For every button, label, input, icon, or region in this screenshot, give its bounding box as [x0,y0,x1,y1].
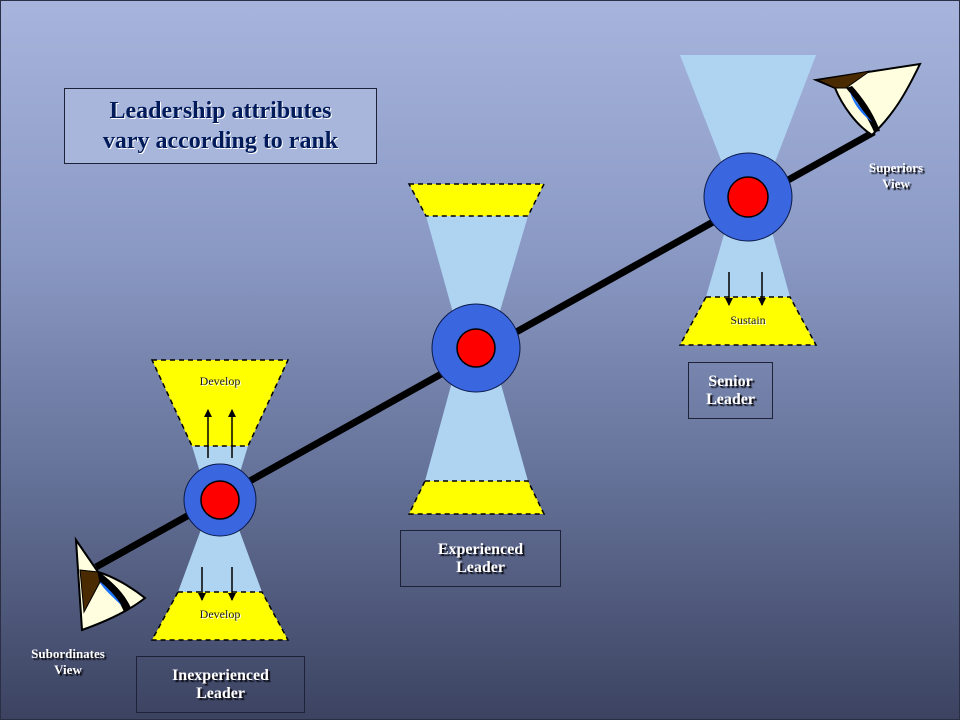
subordinates-eye-icon [74,536,147,632]
experienced-node [431,303,521,393]
inexperienced-leader-box: Inexperienced Leader [136,656,305,713]
subordinates-view-line-1: Subordinates [31,646,105,661]
develop-bottom-label: Develop [199,607,241,621]
experienced-leader-box: Experienced Leader [400,530,561,587]
experienced-leader-line-2: Leader [456,558,505,576]
sustain-label: Sustain [730,313,766,327]
title-box: Leadership attributes vary according to … [64,88,377,164]
inexperienced-node [183,463,257,537]
title-line-2: vary according to rank [102,128,339,154]
experienced-bottom-cone [425,345,528,481]
senior-node-core [727,176,769,218]
senior-top-cone [680,55,816,196]
develop-up-arrows [204,409,236,458]
senior-node [703,152,793,242]
title-line-1: Leadership attributes [109,98,332,124]
experienced-hourglass [407,183,546,515]
superiors-eye-icon [812,62,922,137]
develop-top-label: Develop [199,374,241,388]
experienced-node-core [456,328,496,368]
inexperienced-leader-line-1: Inexperienced [172,666,269,684]
subordinates-view-label: Subordinates View [26,646,110,679]
subordinates-view-line-2: View [54,662,82,678]
superiors-view-label: Superiors View [856,160,936,193]
inexperienced-hourglass [150,359,290,641]
experienced-top-band [407,183,546,217]
sustain-down-arrows [725,272,766,306]
inexperienced-leader-line-2: Leader [196,684,245,702]
superiors-view-line-1: Superiors [868,160,924,175]
experienced-top-cone [426,216,528,345]
experienced-leader-line-1: Experienced [437,540,524,558]
senior-leader-line-2: Leader [706,390,755,408]
inexperienced-bottom-band [150,591,290,641]
senior-leader-box: Senior Leader [688,362,773,419]
inexperienced-top-band [150,359,290,447]
experienced-bottom-band [407,480,546,515]
develop-down-arrows [198,567,236,601]
superiors-view-line-2: View [882,176,910,192]
inexperienced-node-core [200,480,240,520]
inexperienced-bottom-cone [178,505,262,592]
senior-leader-line-1: Senior [708,372,753,390]
